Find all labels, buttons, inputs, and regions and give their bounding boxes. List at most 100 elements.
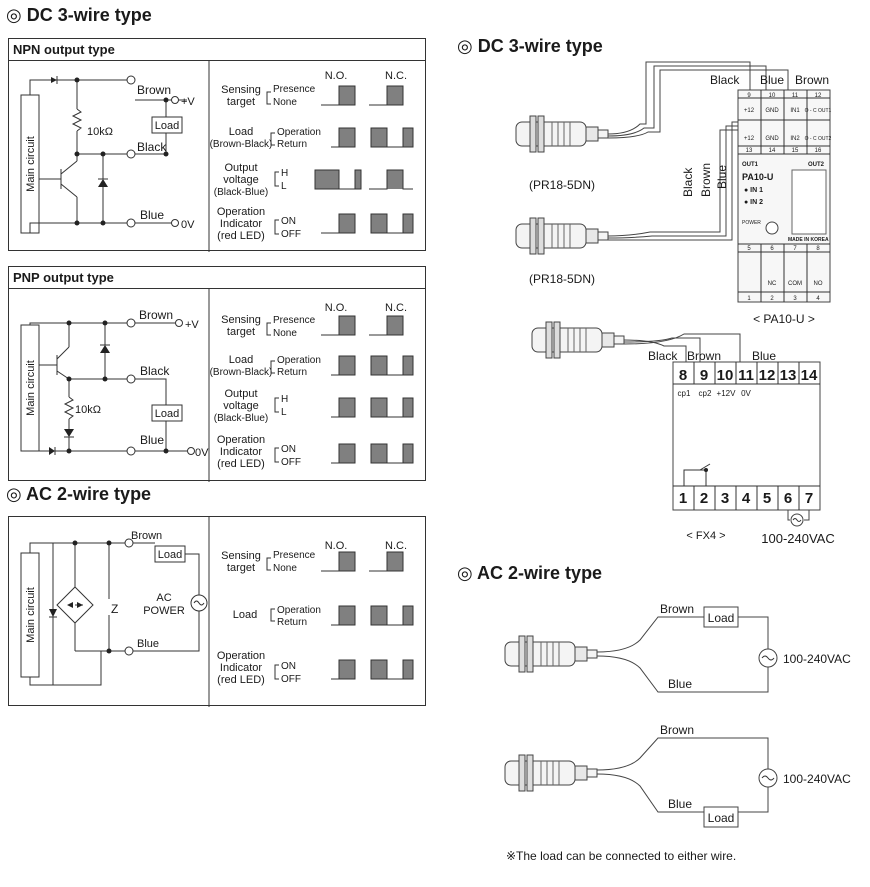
pa10-sensor-1: (PR18-5DN) [515,115,609,192]
svg-text:2: 2 [700,490,708,507]
svg-text:Sensing: Sensing [221,550,261,562]
svg-text:7: 7 [793,246,797,252]
npn-timing-chart: N.O. N.C. Sensing target Presence None L… [210,70,414,242]
npn-diode-icon [51,77,57,83]
svg-text:2: 2 [770,296,774,302]
pa10-side-brown-label: Brown [699,163,713,197]
ac-wiring-blue-label-1: Blue [668,677,692,691]
svg-text:N.O.: N.O. [325,302,348,314]
svg-text:Sensing: Sensing [221,84,261,96]
svg-text:Presence: Presence [273,84,316,95]
svg-text:Operation: Operation [217,650,265,662]
ac-power-label-2: POWER [143,605,185,617]
pnp-load-box [151,404,183,422]
svg-text:O - C OUT1: O - C OUT1 [805,108,832,114]
svg-text:H: H [281,168,288,179]
npn-black-label: Black [137,140,167,154]
svg-text:None: None [273,563,297,574]
svg-text:OFF: OFF [281,229,301,240]
pnp-resistor-label: 10kΩ [75,404,101,416]
svg-text:Output: Output [224,162,257,174]
ac-wiring-load-label-2: Load [708,811,735,825]
svg-text:NO: NO [814,281,823,287]
npn-zener-icon [98,179,108,187]
svg-text:13: 13 [780,367,797,384]
svg-text:6: 6 [770,246,774,252]
svg-text:Presence: Presence [273,550,316,561]
pnp-diode-icon [49,447,55,455]
ac-power-label-1: AC [156,592,171,604]
npn-blue-label: Blue [140,208,164,222]
pnp-plus-v-label: +V [185,319,199,331]
svg-text:8: 8 [816,246,820,252]
svg-text:L: L [281,407,287,418]
svg-text:0V: 0V [741,389,751,398]
svg-text:9: 9 [700,367,708,384]
pa10-sensor-2: (PR18-5DN) [515,217,609,286]
svg-text:voltage: voltage [223,400,258,412]
svg-text:12: 12 [815,93,822,99]
svg-text:(red LED): (red LED) [217,230,265,242]
svg-text:1: 1 [679,490,687,507]
ac-wiring-brown-label-1: Brown [660,602,694,616]
svg-text:Return: Return [277,139,307,150]
svg-text:Presence: Presence [273,315,316,326]
npn-resistor-label: 10kΩ [87,126,113,138]
svg-text:IN1: IN1 [790,108,800,114]
svg-text:L: L [281,181,287,192]
svg-text:ON: ON [281,661,296,672]
pa10-dial-icon [765,221,779,235]
svg-text:+12: +12 [744,136,755,142]
pa10-cable-black-label: Black [710,73,740,87]
svg-text:OFF: OFF [281,674,301,685]
svg-text:(red LED): (red LED) [217,674,265,686]
svg-text:voltage: voltage [223,174,258,186]
svg-text:4: 4 [742,490,751,507]
svg-text:Load: Load [233,609,257,621]
npn-main-circuit-label: Main circuit [25,136,37,192]
svg-text:3: 3 [721,490,729,507]
svg-text:14: 14 [769,148,776,154]
pnp-panel-title: PNP output type [9,267,425,289]
svg-text:MADE IN KOREA: MADE IN KOREA [788,237,829,243]
pnp-circuit-diagram: Main circuit 10kΩ Load [20,288,414,482]
svg-text:11: 11 [792,93,799,99]
npn-circuit-diagram: Main circuit 10kΩ Load Brown [20,60,414,252]
pnp-main-circuit-label: Main circuit [25,360,37,416]
pa10-model-label: PA10-U [742,172,773,182]
svg-text:None: None [273,328,297,339]
svg-text:OUT2: OUT2 [808,162,825,168]
load-connection-note: ※The load can be connected to either wir… [506,849,737,863]
npn-output-panel: NPN output type Main circuit 10kΩ L [8,38,426,252]
svg-text:9: 9 [747,93,751,99]
section-title-ac2-left: ◎ AC 2-wire type [6,484,152,504]
ac-thyristor-icon [49,609,57,617]
svg-text:None: None [273,97,297,108]
svg-text:Indicator: Indicator [220,446,263,458]
svg-text:GND: GND [765,136,779,142]
svg-text:Load: Load [229,354,253,366]
svg-text:Operation: Operation [277,605,321,616]
npn-resistor-icon [71,108,83,132]
svg-text:(red LED): (red LED) [217,458,265,470]
pnp-zero-v-label: 0V [195,447,209,459]
ac-circuit-diagram: Main circuit Z Load Brown Blue AC POWER … [20,517,414,707]
fx4-blue-label: Blue [752,349,776,363]
ac-wiring-load-box-2 [703,806,739,828]
svg-text:11: 11 [738,367,754,384]
ac-wiring-brown-label-2: Brown [660,723,694,737]
svg-text:N.O.: N.O. [325,540,348,552]
fx4-sensor [531,321,625,359]
pa10-side-blue-label: Blue [715,165,729,189]
pnp-zener-icon [100,345,110,353]
svg-text:OUT1: OUT1 [742,162,759,168]
ac-main-circuit-label: Main circuit [25,587,37,643]
pa10-side-black-label: Black [681,167,695,197]
svg-text:(Brown-Black): (Brown-Black) [210,139,273,150]
npn-transistor-icon [60,183,78,198]
svg-text:Load: Load [229,126,253,138]
svg-text:target: target [227,326,255,338]
svg-text:15: 15 [792,148,799,154]
ac-wiring-supply-label-2: 100-240VAC [783,772,851,786]
ac-load-label: Load [158,549,182,561]
